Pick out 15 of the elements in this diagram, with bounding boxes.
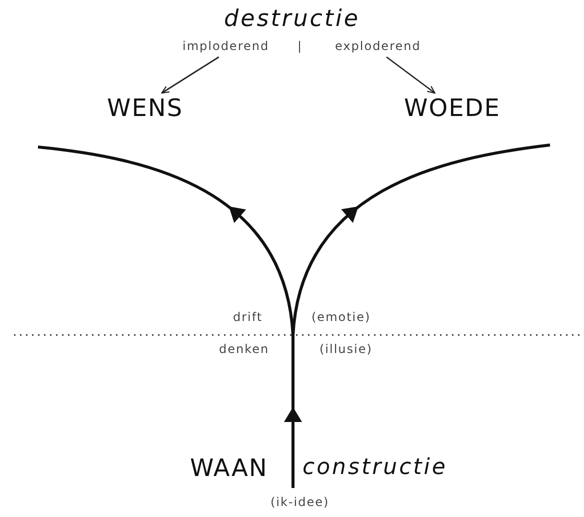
text-label: WAAN — [190, 456, 268, 480]
text-label: (ik-idee) — [270, 496, 330, 508]
text-label: WOEDE — [404, 96, 500, 120]
text-label: constructie — [302, 457, 448, 479]
arrow — [161, 56, 220, 94]
text-label: WENS — [107, 96, 184, 120]
heading: destructie — [224, 8, 360, 31]
text-label: denken — [219, 343, 270, 355]
text-label: (emotie) — [312, 311, 371, 323]
text-label: exploderend — [335, 40, 421, 52]
arrow — [386, 56, 436, 94]
text-label: (illusie) — [320, 343, 372, 355]
text-label: drift — [233, 311, 263, 323]
separator-mark: | — [298, 40, 303, 52]
text-label: imploderend — [182, 40, 270, 52]
